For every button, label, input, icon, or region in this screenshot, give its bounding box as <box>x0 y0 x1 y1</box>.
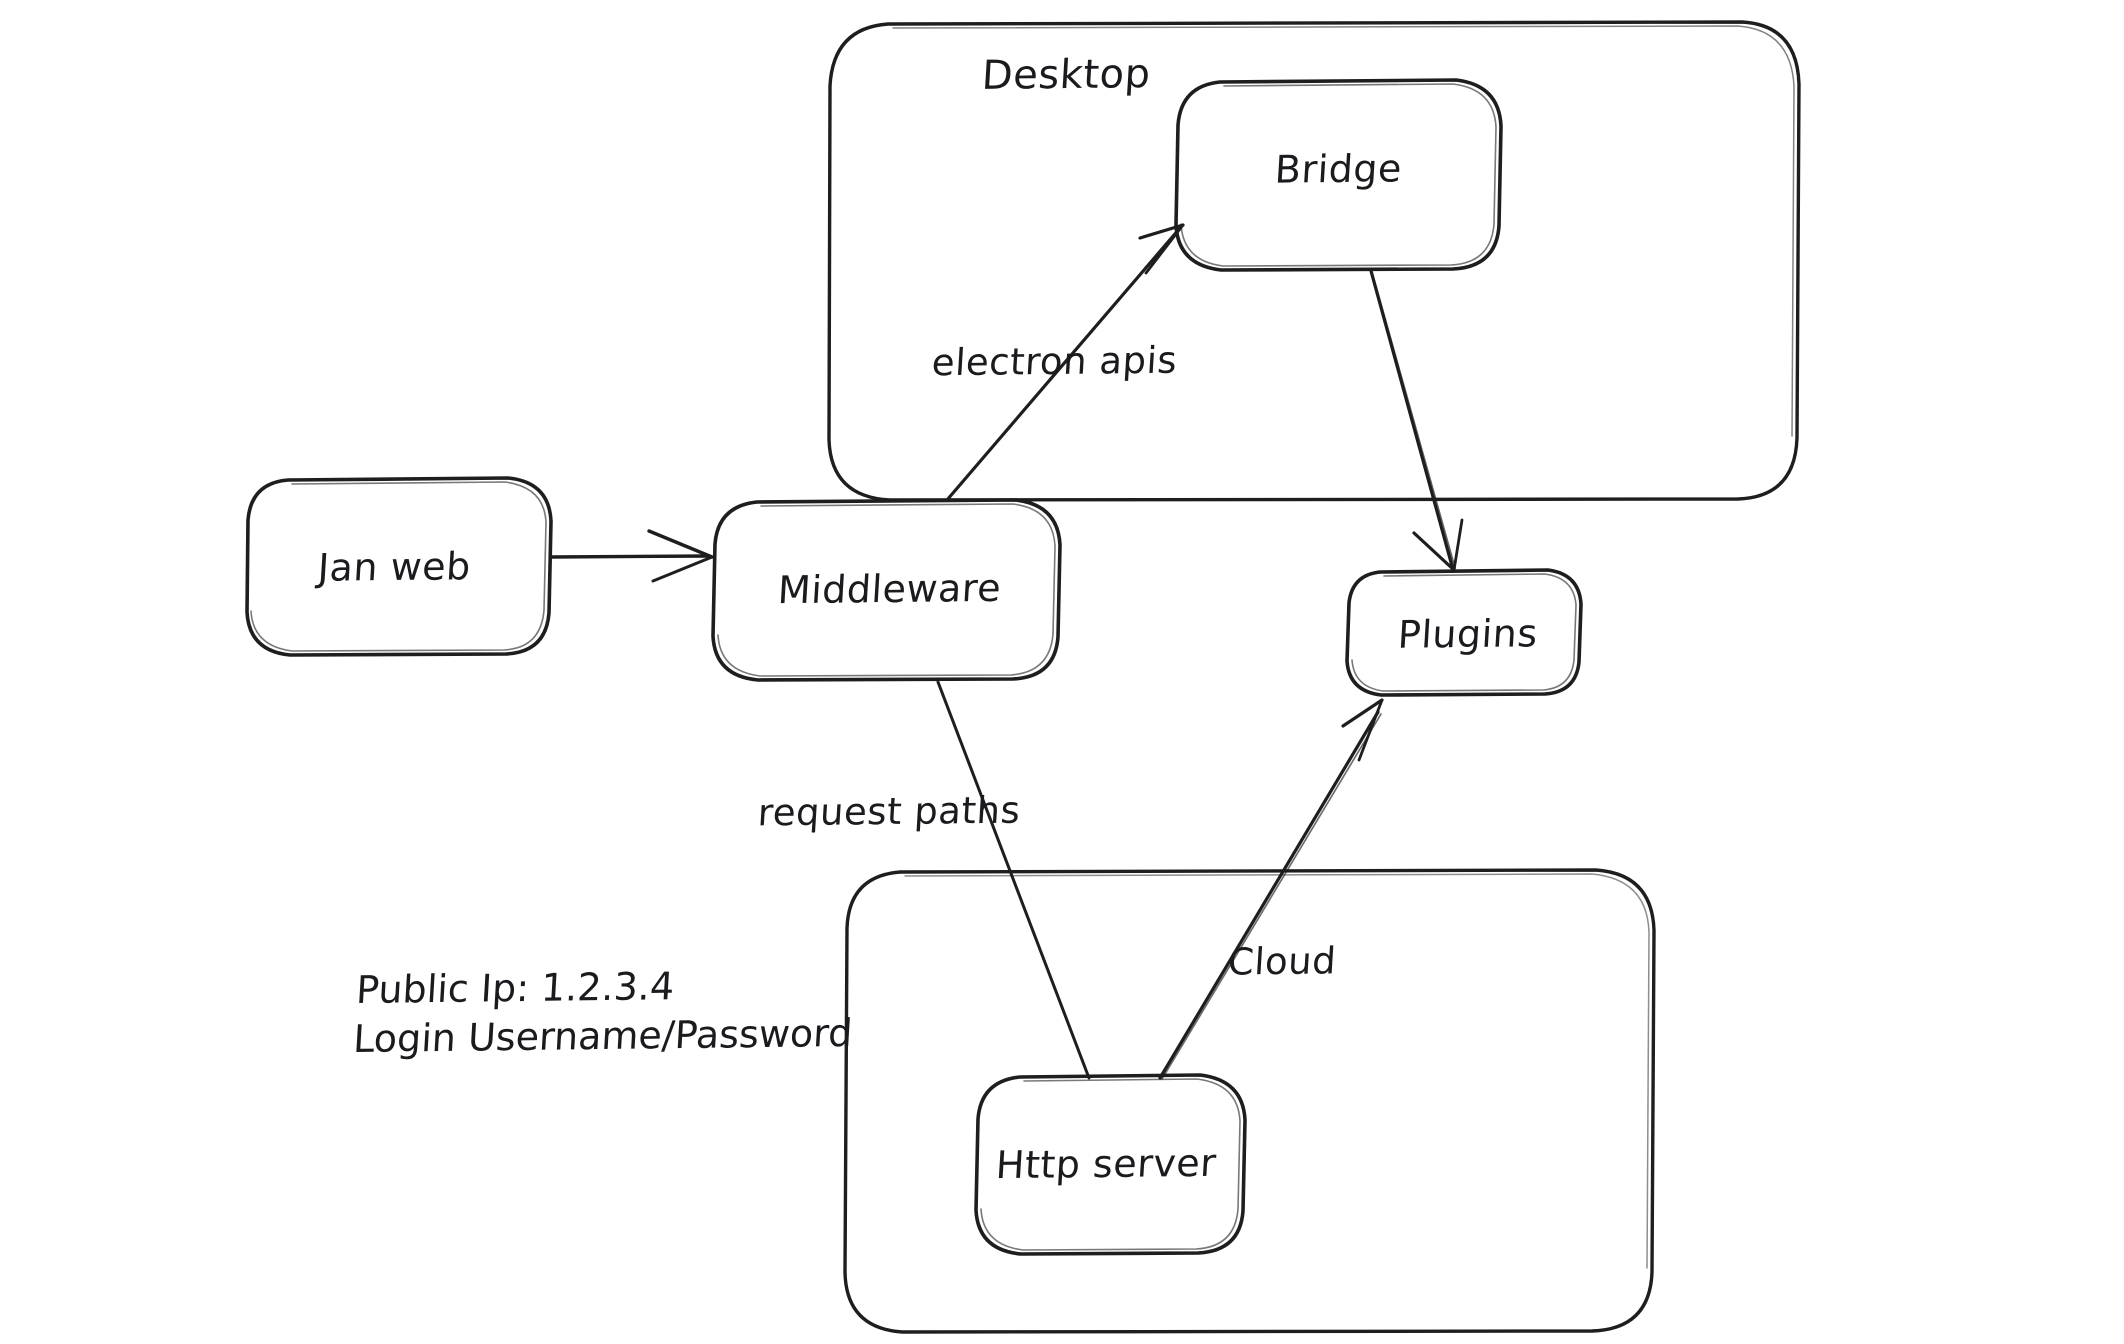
node-plugins-outline <box>1345 568 1583 697</box>
edge-label-electron-apis: electron apis <box>930 338 1179 385</box>
node-label-middleware[interactable]: Middleware <box>776 565 1003 613</box>
node-label-plugins[interactable]: Plugins <box>1396 611 1539 657</box>
group-desktop-outline <box>827 20 1801 502</box>
node-bridge-outline <box>1174 78 1503 272</box>
node-http-server-outline <box>974 1073 1247 1256</box>
node-middleware-outline <box>711 498 1062 682</box>
node-label-bridge[interactable]: Bridge <box>1273 146 1404 192</box>
connection-note-line-1: Public Ip: 1.2.3.4 <box>354 964 676 1013</box>
edge-middleware-to-http-server <box>936 680 1091 1080</box>
edge-http-server-to-plugins <box>1158 698 1384 1080</box>
edge-bridge-to-plugins <box>1369 269 1464 572</box>
edge-jan-web-to-middleware <box>549 529 714 583</box>
group-label-cloud: Cloud <box>1226 939 1338 984</box>
node-label-jan-web[interactable]: Jan web <box>316 544 473 590</box>
group-cloud-outline <box>843 868 1656 1334</box>
connection-note: Public Ip: 1.2.3.4 Login Username/Passwo… <box>352 960 857 1063</box>
connection-note-line-2: Login Username/Password <box>352 1010 854 1061</box>
group-label-desktop: Desktop <box>980 51 1152 99</box>
edge-middleware-to-bridge <box>945 223 1185 502</box>
node-label-http-server[interactable]: Http server <box>994 1140 1218 1188</box>
edge-label-request-paths: request paths <box>756 788 1022 835</box>
node-jan-web-outline <box>245 476 553 657</box>
